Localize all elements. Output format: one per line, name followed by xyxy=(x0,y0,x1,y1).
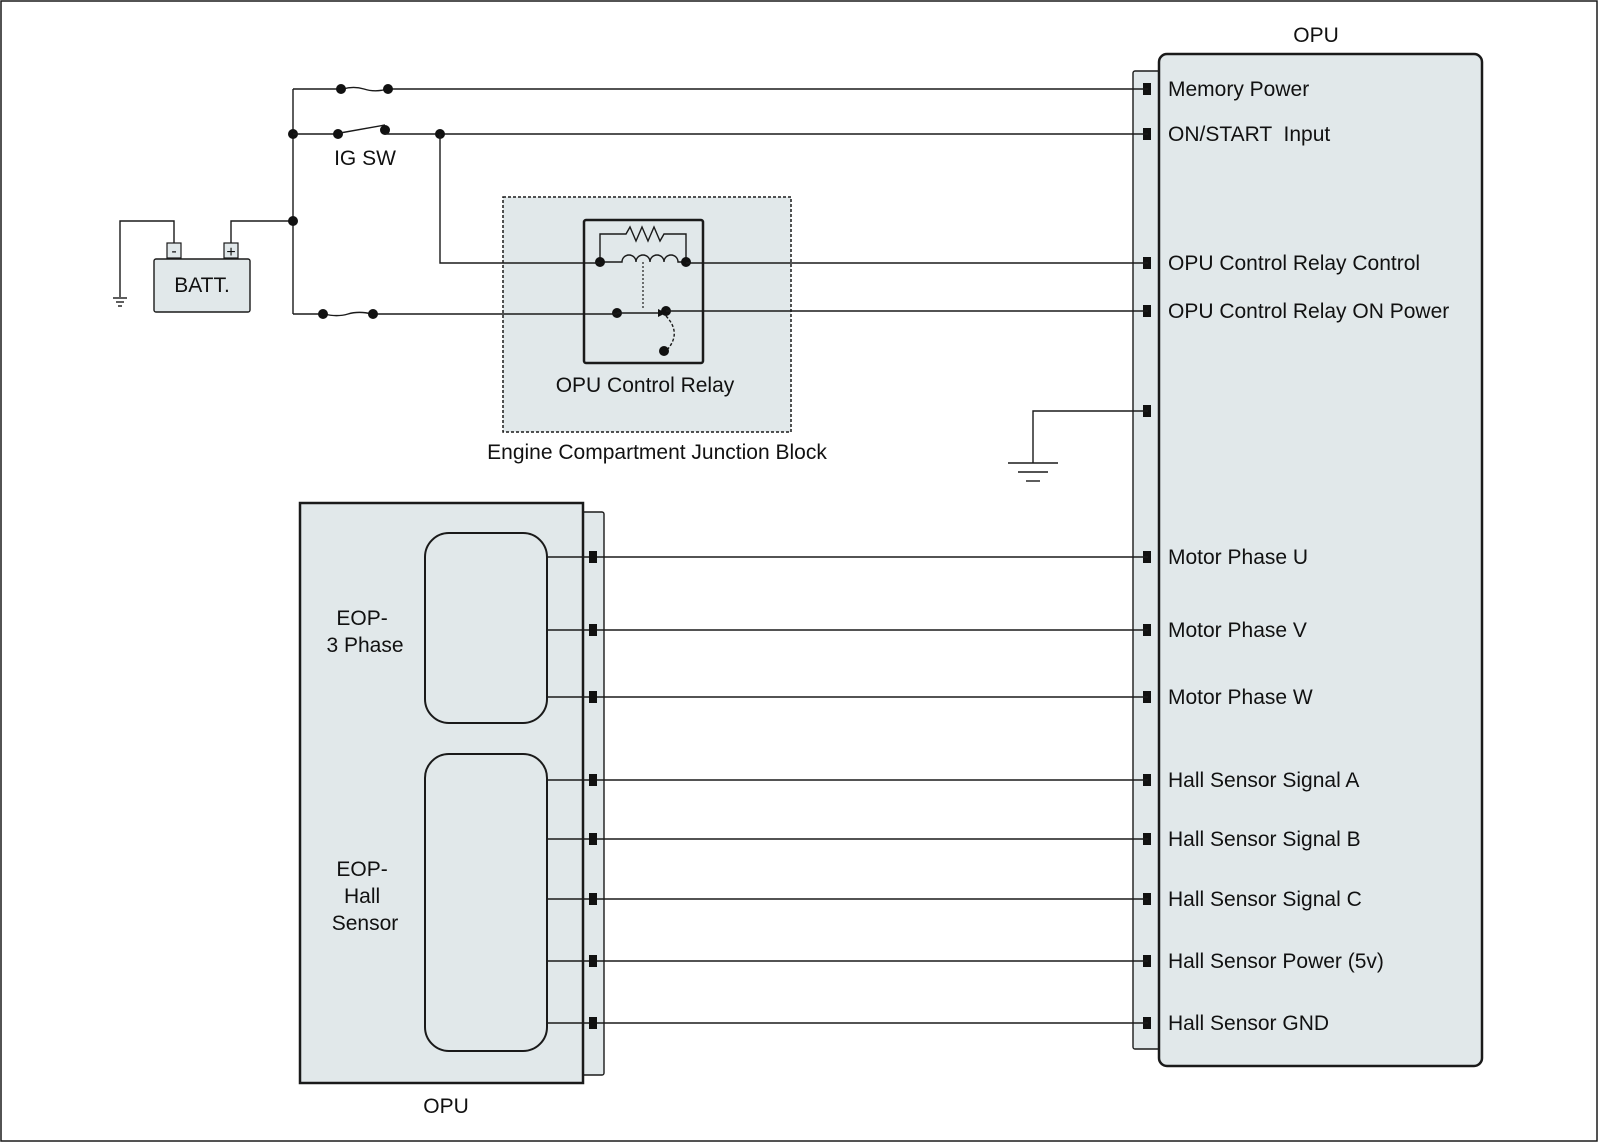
eop-hall-sensor-label: EOP- Hall Sensor xyxy=(332,858,399,935)
opu-left-title: OPU xyxy=(423,1095,469,1118)
relay-coil-feed-wire xyxy=(439,134,600,264)
relay-resistor xyxy=(599,225,687,262)
eop-3-phase-label: EOP- 3 Phase xyxy=(326,607,403,657)
left-pin-hall-signal-b xyxy=(589,833,597,845)
pin-label-motor-phase-v: Motor Phase V xyxy=(1168,619,1307,642)
memory-fuse-terminal-a xyxy=(336,84,346,94)
opu-right-title: OPU xyxy=(1293,24,1339,47)
battery-body xyxy=(153,258,251,313)
engine-compartment-junction-block: Engine Compartment Junction Block OPU Co… xyxy=(487,196,827,464)
memory-fuse-terminal-b xyxy=(383,84,393,94)
eop-3-phase-block xyxy=(424,532,548,724)
opu-module-left: EOP- 3 Phase EOP- Hall Sensor OPU xyxy=(298,501,605,1118)
opu-ground-icon xyxy=(1008,462,1058,482)
ig-switch-terminal-a xyxy=(333,129,343,139)
memory-power-wire xyxy=(293,86,1148,92)
battery-label: BATT. xyxy=(174,274,230,297)
junction-battery xyxy=(288,216,298,226)
relay-coil xyxy=(600,254,686,263)
relay-label: OPU Control Relay xyxy=(556,374,735,397)
opu-right-body xyxy=(1157,52,1484,1068)
ig-switch-label: IG SW xyxy=(334,147,396,170)
opu-left-pins xyxy=(589,551,597,1029)
pin-label-opu-control-relay-on-power: OPU Control Relay ON Power xyxy=(1168,300,1449,323)
battery-neg-symbol: - xyxy=(171,243,176,260)
pin-label-motor-phase-u: Motor Phase U xyxy=(1168,546,1308,569)
pin-label-hall-sensor-signal-c: Hall Sensor Signal C xyxy=(1168,888,1362,911)
ig-switch-terminal-b xyxy=(380,125,390,135)
pin-label-hall-sensor-power-5v: Hall Sensor Power (5v) xyxy=(1168,950,1384,973)
eop-hall-sensor-block xyxy=(424,753,548,1052)
left-pin-hall-signal-c xyxy=(589,893,597,905)
junction-block-label: Engine Compartment Junction Block xyxy=(487,441,827,464)
relay-fuse-terminal-b xyxy=(368,309,378,319)
battery-ground-icon xyxy=(113,297,127,307)
pin-label-memory-power: Memory Power xyxy=(1168,78,1309,101)
battery-positive-wire xyxy=(230,220,293,243)
relay-on-power-feed-wire xyxy=(293,311,617,317)
left-pin-hall-gnd xyxy=(589,1017,597,1029)
relay-coil-terminal-a xyxy=(595,257,605,267)
ig-switch-blade xyxy=(339,124,386,134)
pin-label-opu-control-relay-control: OPU Control Relay Control xyxy=(1168,252,1420,275)
pin-label-on-start-input: ON/START Input xyxy=(1168,123,1330,146)
battery-pos-symbol: + xyxy=(226,244,235,261)
harness-wires xyxy=(547,556,1148,1024)
pin-label-hall-sensor-signal-b: Hall Sensor Signal B xyxy=(1168,828,1361,851)
battery: - + BATT. xyxy=(153,242,251,313)
left-pin-motor-phase-w xyxy=(589,691,597,703)
relay-coil-terminal-b xyxy=(681,257,691,267)
pin-label-hall-sensor-gnd: Hall Sensor GND xyxy=(1168,1012,1329,1035)
left-pin-motor-phase-v xyxy=(589,624,597,636)
left-pin-hall-power xyxy=(589,955,597,967)
left-pin-hall-signal-a xyxy=(589,774,597,786)
relay-contact-nc xyxy=(659,346,669,356)
left-pin-motor-phase-u xyxy=(589,551,597,563)
relay-fuse-terminal-a xyxy=(318,309,328,319)
battery-ground-wire xyxy=(119,220,175,297)
opu-ground-wire xyxy=(1032,410,1148,463)
pin-label-hall-sensor-signal-a: Hall Sensor Signal A xyxy=(1168,769,1359,792)
pin-label-motor-phase-w: Motor Phase W xyxy=(1168,686,1313,709)
